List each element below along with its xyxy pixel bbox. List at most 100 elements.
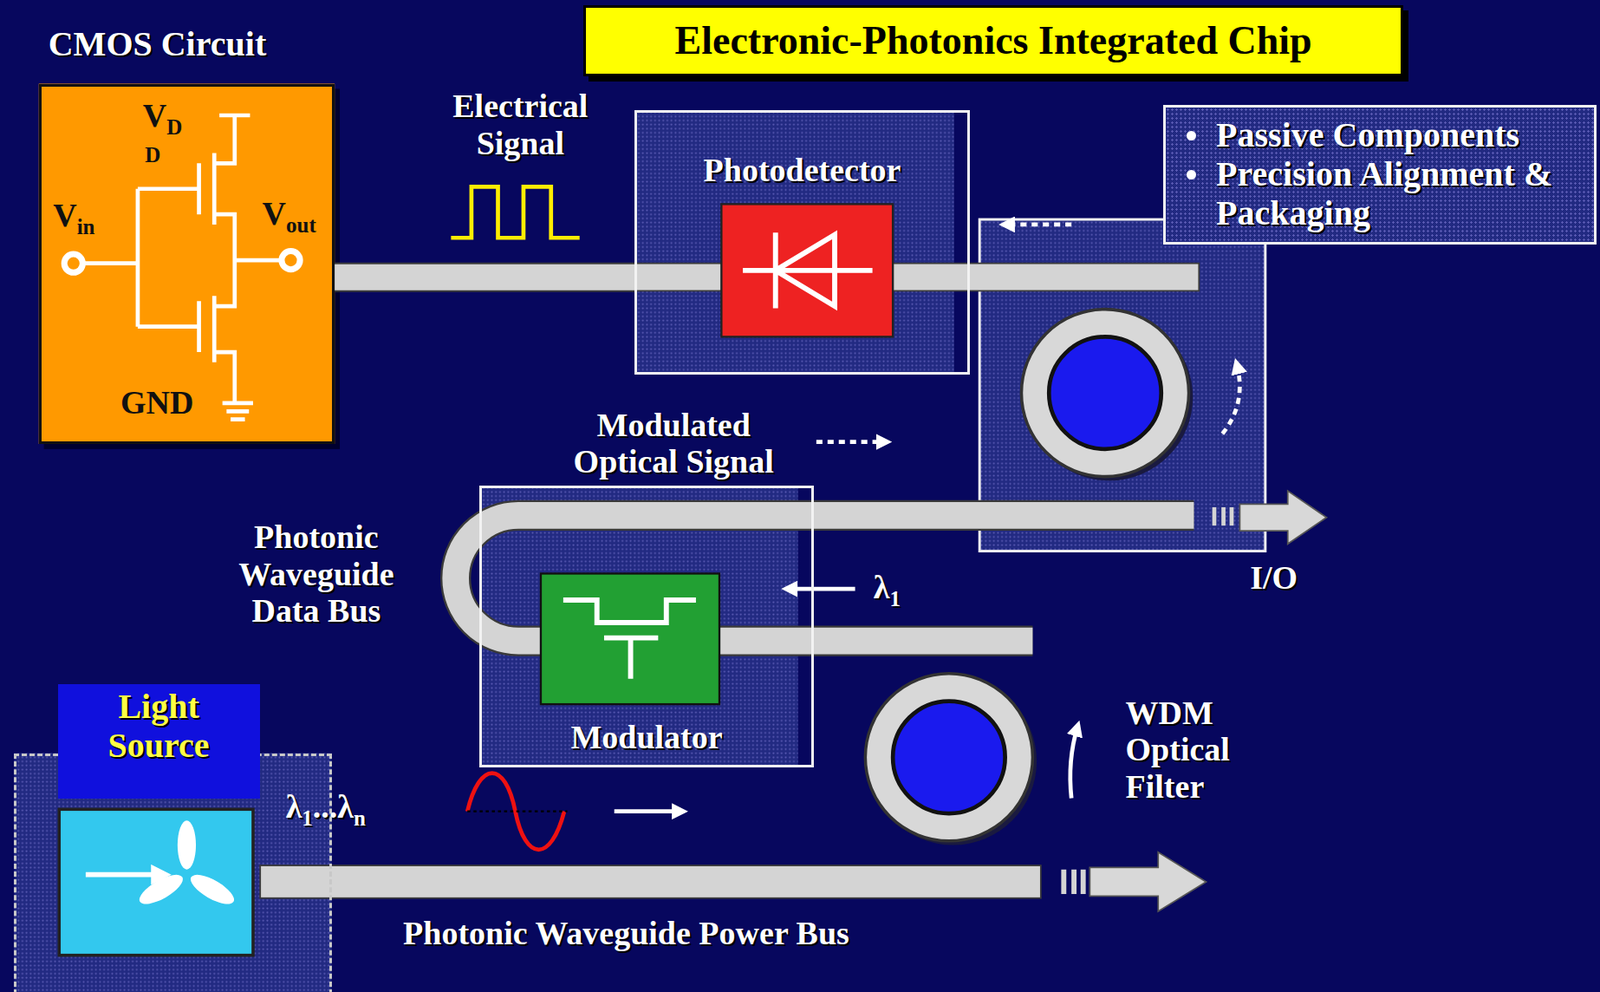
sine-axis	[467, 810, 567, 813]
label: Modulated Optical Signal	[573, 406, 774, 481]
node-heading: CMOS Circuit	[48, 25, 267, 65]
node-heading: Light Source	[89, 687, 228, 766]
label-group: λ1...λn	[286, 787, 366, 826]
waveguides	[260, 263, 1327, 911]
label: λ	[286, 787, 303, 825]
bullet-item: Passive Components	[1216, 116, 1582, 156]
transistor-symbol	[563, 599, 696, 679]
wdm-ring	[865, 673, 1033, 841]
diode-symbol	[742, 232, 873, 308]
petal	[177, 819, 196, 869]
label: V	[262, 195, 287, 232]
label-group: D	[144, 143, 161, 168]
label: V	[52, 196, 77, 234]
label: I/O	[1249, 559, 1298, 596]
input-terminal-hole	[67, 257, 80, 270]
dash	[1060, 869, 1067, 894]
label-group: Vout	[262, 195, 317, 233]
label-group: λ1	[873, 568, 901, 606]
inverter-symbol	[63, 115, 301, 420]
label: Photonic Waveguide Data Bus	[238, 518, 394, 629]
modulator-symbol	[540, 572, 720, 704]
light-arrow	[85, 871, 163, 878]
label-group: Photonic Waveguide Power Bus	[403, 914, 850, 952]
label-group: Electrical Signal	[433, 87, 607, 162]
light-source-box: Light Source	[13, 753, 332, 992]
bullet-text: Passive Components	[1216, 116, 1582, 156]
subscript-label: 1	[889, 586, 901, 611]
label-group: VD	[143, 97, 183, 135]
connector-edge	[334, 262, 635, 293]
bullet-item: Precision Alignment & Packaging	[1216, 155, 1582, 234]
connector-line	[334, 264, 635, 291]
ground-symbol	[222, 403, 254, 420]
waveguide-connector	[334, 276, 635, 278]
box-fills	[13, 84, 1265, 992]
dash	[1071, 869, 1077, 894]
heading-wrap: CMOS Circuit	[48, 25, 267, 65]
light-source-label: Light Source	[58, 683, 261, 799]
petal	[186, 868, 239, 910]
title-banner: Electronic-Photonics Integrated Chip	[583, 5, 1403, 77]
top-waveguide	[634, 263, 1199, 292]
dash	[1212, 507, 1217, 526]
label-group: Vin	[52, 196, 95, 235]
heading-wrap: WDM Optical Filter	[1125, 694, 1282, 806]
bullet-dot	[1186, 130, 1197, 141]
label-group: GND	[120, 383, 194, 422]
label: GND	[120, 383, 194, 421]
photodiode-body	[721, 203, 893, 337]
square-wave	[450, 186, 579, 238]
node-heading: Photodetector	[637, 151, 967, 189]
dash	[1229, 507, 1235, 526]
io-arrow	[1239, 490, 1327, 544]
subscript-label: in	[77, 214, 96, 239]
title: Electronic-Photonics Integrated Chip	[675, 18, 1313, 64]
light-source-icon	[58, 808, 254, 955]
label: ...λ	[312, 787, 354, 825]
subscript-label: 1	[301, 806, 313, 830]
photodetector-fill	[634, 110, 954, 375]
power-direction-arrow	[614, 808, 683, 814]
node-heading: Modulator	[481, 718, 811, 756]
photodiode	[721, 203, 893, 337]
subscript-label: D	[144, 143, 161, 167]
wdm-filter-ring: WDM Optical Filter	[865, 678, 1036, 837]
cmos-fill	[39, 84, 335, 444]
ring-core	[1048, 336, 1162, 449]
input-arrow	[787, 586, 856, 592]
bullet-dot	[1186, 169, 1197, 180]
label: Photonic Waveguide Power Bus	[403, 914, 850, 951]
heading-wrap: Photodetector	[637, 151, 967, 189]
node-heading: WDM Optical Filter	[1125, 694, 1282, 806]
label-group: I/O	[1249, 559, 1298, 597]
label: V	[143, 97, 167, 134]
modulator-body	[540, 572, 720, 704]
light-source-body	[58, 808, 254, 955]
subscript-label: out	[286, 213, 317, 237]
label: λ	[873, 568, 891, 605]
power-bus-waveguide	[260, 865, 1041, 898]
dotted-arrow	[816, 439, 886, 444]
gate-wires	[84, 162, 281, 352]
input-terminal	[63, 253, 85, 274]
notes-box: Passive ComponentsPrecision Alignment & …	[1163, 104, 1597, 244]
photodetector-box: Photodetector	[634, 110, 970, 375]
wdm-ring-core	[892, 701, 1006, 814]
dotted-arrow	[1222, 364, 1240, 434]
label: Electrical Signal	[452, 87, 588, 162]
subscript-label: n	[353, 806, 366, 830]
label-group: Modulated Optical Signal	[547, 406, 800, 481]
petal	[135, 868, 188, 910]
heading-wrap: Modulator	[481, 718, 811, 756]
subscript-label: D	[166, 115, 183, 139]
power-arrow	[1089, 852, 1206, 911]
dash	[1221, 507, 1226, 526]
output-terminal-hole	[284, 253, 297, 267]
dash	[1080, 869, 1087, 894]
label-group: Photonic Waveguide Data Bus	[212, 518, 421, 630]
ring-resonator	[1021, 309, 1189, 477]
dotted-arrow	[1005, 222, 1073, 228]
filter-arrow	[1070, 726, 1078, 798]
